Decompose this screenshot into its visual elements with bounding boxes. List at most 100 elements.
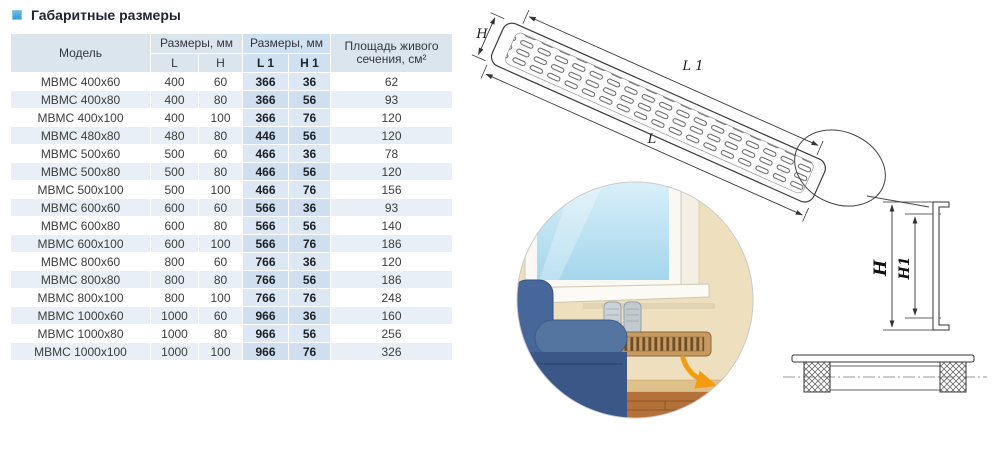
floor — [517, 392, 753, 418]
cell-h: 60 — [198, 144, 243, 163]
cell-h1: 76 — [288, 288, 331, 307]
cell-h: 100 — [198, 180, 243, 199]
cell-l1: 466 — [242, 162, 289, 181]
cell-model: МВМС 600x60 — [10, 198, 151, 217]
cell-l1: 966 — [242, 324, 289, 343]
cell-l: 1000 — [150, 342, 199, 361]
cell-l1: 966 — [242, 306, 289, 325]
cell-h1: 56 — [288, 216, 331, 235]
cell-l: 600 — [150, 234, 199, 253]
cell-l1: 566 — [242, 216, 289, 235]
cell-area: 256 — [330, 324, 453, 343]
window — [524, 182, 700, 295]
cell-area: 156 — [330, 180, 453, 199]
cell-h: 80 — [198, 324, 243, 343]
cell-area: 186 — [330, 234, 453, 253]
cell-model: МВМС 1000x100 — [10, 342, 151, 361]
cell-l: 400 — [150, 108, 199, 127]
cell-l1: 566 — [242, 234, 289, 253]
cell-area: 78 — [330, 144, 453, 163]
cell-model: МВМС 500x80 — [10, 162, 151, 181]
cell-l1: 566 — [242, 198, 289, 217]
illustration-circle-border — [516, 181, 754, 419]
cell-area: 326 — [330, 342, 453, 361]
cell-h1: 36 — [288, 72, 331, 91]
cell-area: 93 — [330, 90, 453, 109]
col-subheader-l: L — [150, 53, 199, 73]
cell-area: 120 — [330, 126, 453, 145]
cell-h: 80 — [198, 216, 243, 235]
cell-model: МВМС 600x100 — [10, 234, 151, 253]
cell-l: 1000 — [150, 324, 199, 343]
cell-h: 60 — [198, 252, 243, 271]
cell-l: 500 — [150, 162, 199, 181]
cell-h1: 56 — [288, 90, 331, 109]
cell-area: 140 — [330, 216, 453, 235]
cell-h: 60 — [198, 72, 243, 91]
cell-model: МВМС 800x80 — [10, 270, 151, 289]
col-header-dims-outer: Размеры, мм — [150, 33, 243, 54]
cell-h: 80 — [198, 126, 243, 145]
cell-l: 1000 — [150, 306, 199, 325]
cell-model: МВМС 500x60 — [10, 144, 151, 163]
cell-h1: 36 — [288, 198, 331, 217]
dim-label-h: H — [475, 27, 488, 42]
cell-model: МВМС 480x80 — [10, 126, 151, 145]
cell-h: 60 — [198, 306, 243, 325]
cell-l1: 366 — [242, 72, 289, 91]
col-header-dims-inner: Размеры, мм — [242, 33, 331, 54]
cell-area: 120 — [330, 252, 453, 271]
cell-l: 800 — [150, 288, 199, 307]
cell-area: 186 — [330, 270, 453, 289]
cell-h: 100 — [198, 234, 243, 253]
cell-l1: 366 — [242, 108, 289, 127]
cell-area: 93 — [330, 198, 453, 217]
cell-h1: 56 — [288, 162, 331, 181]
cell-l: 400 — [150, 90, 199, 109]
profile-dim-h: H — [871, 259, 891, 277]
cell-h1: 76 — [288, 342, 331, 361]
cell-h1: 56 — [288, 324, 331, 343]
cell-l: 500 — [150, 180, 199, 199]
installation-illustration — [516, 181, 754, 419]
cell-h1: 76 — [288, 180, 331, 199]
grille-perspective-drawing: L 1 L H — [471, 9, 826, 222]
cell-l1: 366 — [242, 90, 289, 109]
cell-model: МВМС 800x60 — [10, 252, 151, 271]
cell-model: МВМС 400x100 — [10, 108, 151, 127]
cell-h: 60 — [198, 198, 243, 217]
technical-drawings: L 1 L H H H1 — [471, 9, 987, 419]
col-header-area: Площадь живого сечения, см² — [330, 33, 453, 73]
baseboard — [517, 379, 753, 393]
cell-model: МВМС 400x60 — [10, 72, 151, 91]
dim-label-l1: L 1 — [681, 59, 703, 74]
cell-l1: 466 — [242, 144, 289, 163]
cell-model: МВМС 800x100 — [10, 288, 151, 307]
cross-section-drawing — [783, 354, 987, 393]
cell-model: МВМС 600x80 — [10, 216, 151, 235]
cell-h1: 36 — [288, 144, 331, 163]
cell-h: 80 — [198, 162, 243, 181]
cell-model: МВМС 400x80 — [10, 90, 151, 109]
cell-l1: 766 — [242, 252, 289, 271]
cell-area: 160 — [330, 306, 453, 325]
col-subheader-h1: H 1 — [288, 53, 331, 73]
cell-l: 500 — [150, 144, 199, 163]
dim-label-l: L — [647, 132, 657, 147]
cell-l1: 466 — [242, 180, 289, 199]
cell-l: 800 — [150, 252, 199, 271]
